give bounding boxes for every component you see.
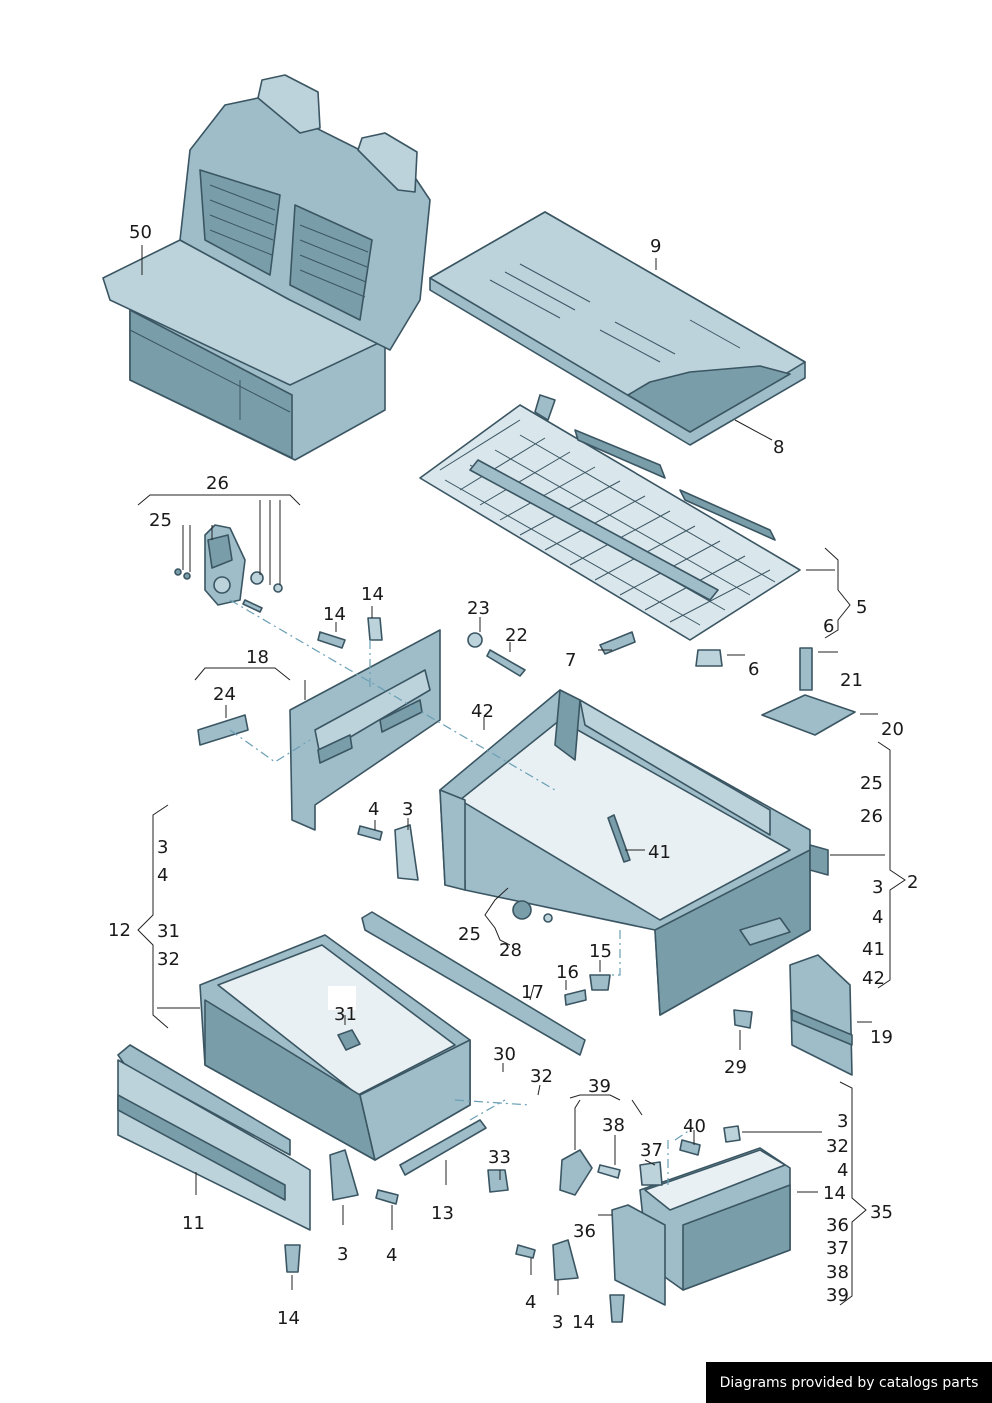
callout-23: 23 <box>467 598 490 619</box>
callout-14: 14 <box>323 604 346 625</box>
callout-26: 26 <box>860 806 883 827</box>
callout-37: 37 <box>640 1140 663 1161</box>
callout-4: 4 <box>525 1292 536 1313</box>
callout-7: 7 <box>565 650 576 671</box>
credit-banner: Diagrams provided by catalogs parts <box>706 1362 992 1403</box>
callout-14: 14 <box>277 1308 300 1329</box>
callout-42: 42 <box>862 968 885 989</box>
callout-41: 41 <box>862 939 885 960</box>
callout-18: 18 <box>246 647 269 668</box>
callout-labels: 50 9 8 26 25 5 6 6 14 14 23 22 7 21 18 2… <box>108 222 918 1333</box>
callout-3: 3 <box>402 799 413 820</box>
callout-14: 14 <box>361 584 384 605</box>
callout-6: 6 <box>823 616 834 637</box>
trim-rail <box>361 911 586 1056</box>
callout-3: 3 <box>872 877 883 898</box>
callout-9: 9 <box>650 236 661 257</box>
callout-25: 25 <box>149 510 172 531</box>
callout-4: 4 <box>368 799 379 820</box>
callout-3: 3 <box>337 1244 348 1265</box>
callout-35: 35 <box>870 1202 893 1223</box>
callout-38: 38 <box>602 1115 625 1136</box>
seat-cushion <box>429 211 806 446</box>
callout-37: 37 <box>826 1238 849 1259</box>
callout-4: 4 <box>157 865 168 886</box>
callout-16: 16 <box>556 962 579 983</box>
callout-24: 24 <box>213 684 236 705</box>
callout-31: 31 <box>334 1004 357 1025</box>
callout-41: 41 <box>648 842 671 863</box>
latch-assembly <box>174 524 283 613</box>
fasteners <box>317 617 856 1029</box>
callout-12: 12 <box>108 920 131 941</box>
callout-33: 33 <box>488 1147 511 1168</box>
callout-15: 15 <box>589 941 612 962</box>
callout-25: 25 <box>860 773 883 794</box>
callout-3: 3 <box>552 1312 563 1333</box>
storage-box <box>515 1125 791 1323</box>
callout-22: 22 <box>505 625 528 646</box>
seat-frame-grid <box>419 394 801 641</box>
side-panel <box>197 629 441 831</box>
callout-39: 39 <box>826 1285 849 1306</box>
callout-50: 50 <box>129 222 152 243</box>
callout-13: 13 <box>431 1203 454 1224</box>
callout-14: 14 <box>572 1312 595 1333</box>
callout-2: 2 <box>907 872 918 893</box>
callout-5: 5 <box>856 597 867 618</box>
callout-26: 26 <box>206 473 229 494</box>
leader-lines <box>137 245 906 1306</box>
callout-4: 4 <box>386 1245 397 1266</box>
callout-28: 28 <box>499 940 522 961</box>
callout-32: 32 <box>530 1066 553 1087</box>
callout-32: 32 <box>826 1136 849 1157</box>
callout-38: 38 <box>826 1262 849 1283</box>
callout-4: 4 <box>837 1160 848 1181</box>
callout-3: 3 <box>837 1111 848 1132</box>
callout-25: 25 <box>458 924 481 945</box>
callout-20: 20 <box>881 719 904 740</box>
callout-11: 11 <box>182 1213 205 1234</box>
callout-36: 36 <box>826 1215 849 1236</box>
callout-4: 4 <box>872 907 883 928</box>
callout-31: 31 <box>157 921 180 942</box>
side-cover <box>789 954 853 1076</box>
storage-drawer <box>199 934 509 1193</box>
callout-6: 6 <box>748 659 759 680</box>
callout-29: 29 <box>724 1057 747 1078</box>
construction-lines <box>229 599 691 1185</box>
callout-8: 8 <box>773 437 784 458</box>
callout-42: 42 <box>471 701 494 722</box>
callout-36: 36 <box>573 1221 596 1242</box>
base-frame <box>439 689 829 1016</box>
seat-bench <box>102 74 431 461</box>
callout-17: 17 <box>521 982 544 1003</box>
callout-21: 21 <box>840 670 863 691</box>
callout-19: 19 <box>870 1027 893 1048</box>
callout-3: 3 <box>157 837 168 858</box>
callout-40: 40 <box>683 1116 706 1137</box>
callout-39: 39 <box>588 1076 611 1097</box>
callout-32: 32 <box>157 949 180 970</box>
front-cover <box>117 1044 399 1273</box>
callout-30: 30 <box>493 1044 516 1065</box>
callout-14: 14 <box>823 1183 846 1204</box>
